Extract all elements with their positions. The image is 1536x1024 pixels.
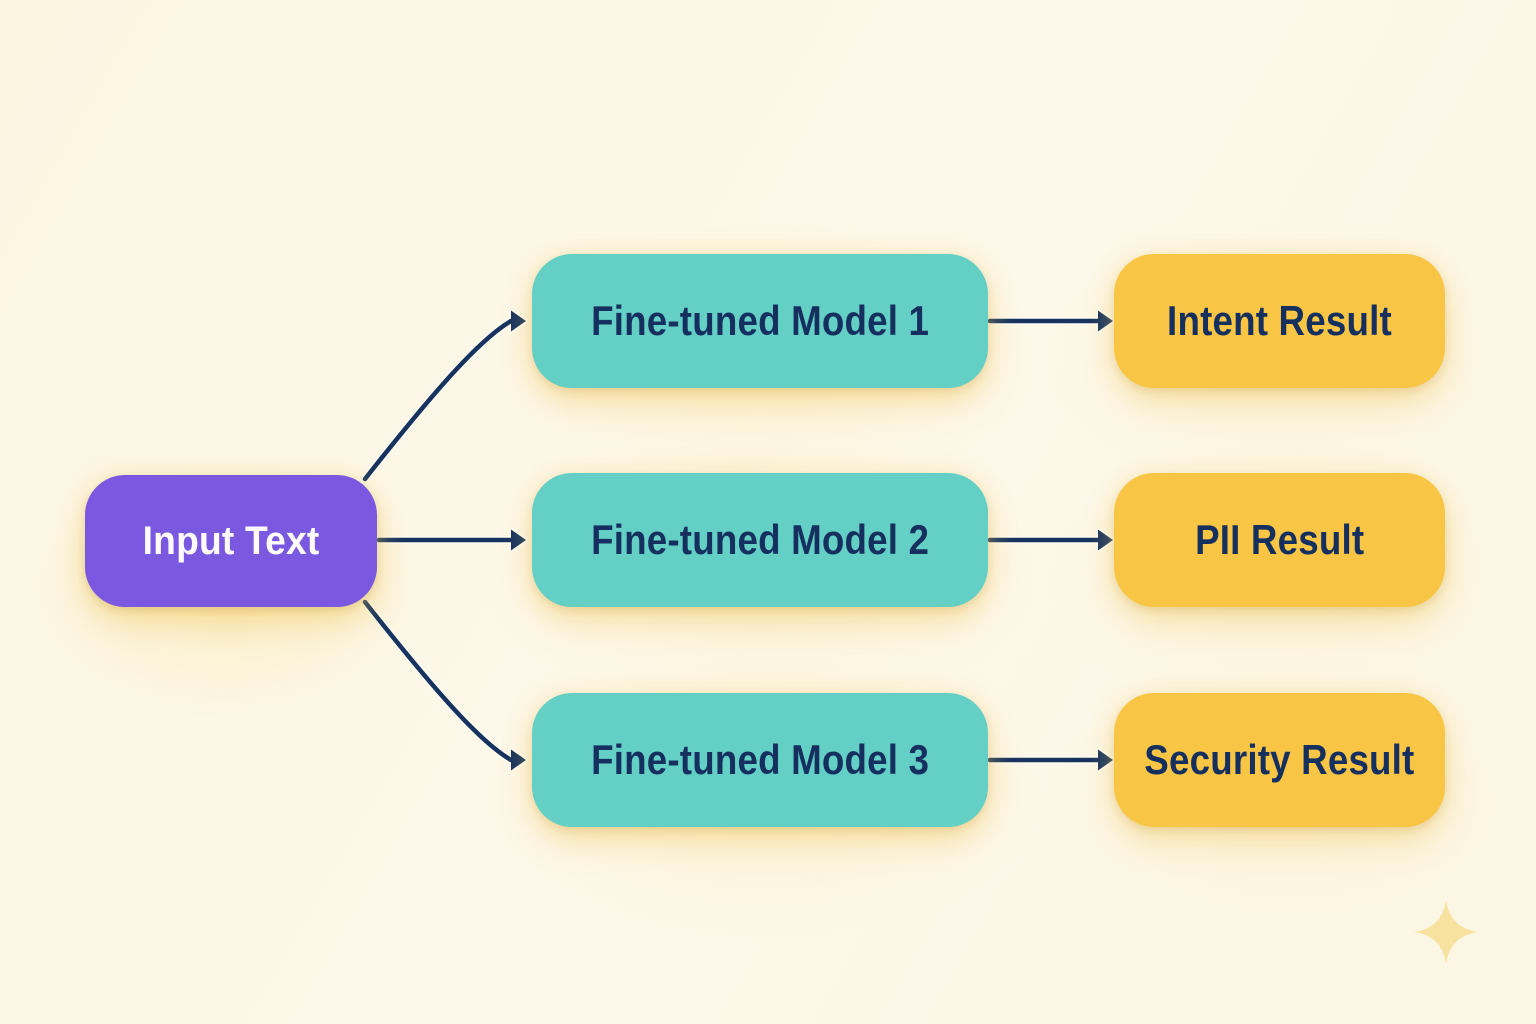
sparkle-icon: [1414, 900, 1478, 964]
node-fine-tuned-model-1-label: Fine-tuned Model 1: [591, 297, 929, 344]
arrowhead-model3: [511, 749, 526, 771]
arrowhead-model2: [511, 529, 526, 551]
node-security-result: Security Result: [1114, 693, 1445, 827]
node-input-text-label: Input Text: [142, 518, 320, 563]
node-fine-tuned-model-3: Fine-tuned Model 3: [532, 693, 988, 827]
node-pii-result: PII Result: [1114, 473, 1445, 607]
node-input-text: Input Text: [85, 475, 377, 607]
node-fine-tuned-model-2-label: Fine-tuned Model 2: [591, 516, 929, 563]
node-pii-result-label: PII Result: [1194, 516, 1365, 563]
arrow-input-to-model3: [362, 599, 514, 763]
arrowhead-result1: [1098, 310, 1113, 332]
node-security-result-label: Security Result: [1144, 736, 1415, 783]
node-fine-tuned-model-2: Fine-tuned Model 2: [532, 473, 988, 607]
node-intent-result: Intent Result: [1114, 254, 1445, 388]
node-fine-tuned-model-3-label: Fine-tuned Model 3: [591, 736, 929, 783]
node-intent-result-label: Intent Result: [1167, 297, 1392, 344]
arrowhead-result3: [1098, 749, 1113, 771]
arrowhead-model1: [511, 310, 526, 332]
node-fine-tuned-model-1: Fine-tuned Model 1: [532, 254, 988, 388]
arrow-input-to-model1: [362, 318, 514, 482]
arrowhead-result2: [1098, 529, 1113, 551]
